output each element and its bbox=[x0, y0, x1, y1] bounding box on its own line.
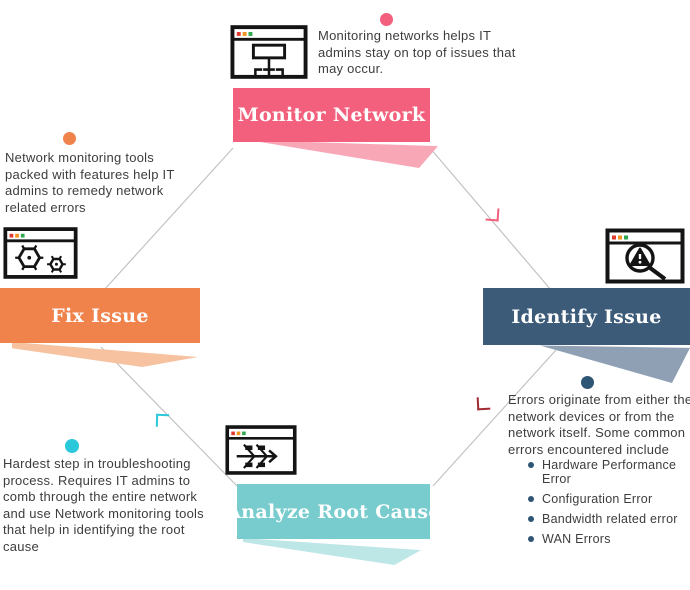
stage-label-fix-issue: Fix Issue bbox=[51, 304, 149, 327]
list-item-label: Hardware Performance Error bbox=[542, 458, 677, 486]
stage-banner-identify-issue: Identify Issue bbox=[483, 288, 690, 345]
window-dot-green bbox=[242, 431, 246, 436]
arrow-identify-to-analyze-icon bbox=[476, 396, 491, 411]
note-dot-fix bbox=[63, 132, 76, 145]
magnifier-warning-browser-icon bbox=[605, 228, 685, 284]
note-text-analyze: Hardest step in troubleshooting process.… bbox=[3, 456, 204, 554]
list-item-label: Configuration Error bbox=[542, 492, 653, 506]
connector-identify-analyze bbox=[432, 349, 557, 487]
gears-browser-icon bbox=[3, 227, 78, 279]
note-dot-monitor bbox=[380, 13, 393, 26]
note-dot-identify bbox=[581, 376, 594, 389]
window-dot-orange bbox=[242, 32, 247, 36]
connector-monitor-identify bbox=[429, 147, 552, 291]
list-item: Hardware Performance Error bbox=[528, 458, 690, 486]
window-dot-green bbox=[248, 32, 253, 36]
bullet-icon bbox=[528, 462, 534, 468]
window-dot-red bbox=[612, 235, 616, 240]
list-item: Configuration Error bbox=[528, 492, 690, 506]
window-dot-red bbox=[236, 32, 241, 36]
bullet-icon bbox=[528, 536, 534, 542]
window-dot-green bbox=[20, 233, 25, 238]
note-text-identify: Errors originate from either the network… bbox=[508, 392, 690, 457]
connector-analyze-fix bbox=[100, 346, 238, 487]
note-text-fix: Network monitoring tools packed with fea… bbox=[5, 150, 175, 215]
arrow-analyze-to-fix-icon bbox=[155, 413, 170, 428]
stage-label-monitor-network: Monitor Network bbox=[237, 104, 426, 126]
stage-banner-analyze-root-cause: Analyze Root Cause bbox=[226, 484, 440, 539]
list-item: WAN Errors bbox=[528, 532, 690, 546]
fishbone-browser-icon bbox=[225, 425, 297, 475]
stage-label-identify-issue: Identify Issue bbox=[511, 305, 662, 328]
window-dot-orange bbox=[236, 431, 241, 436]
window-dot-orange bbox=[618, 235, 622, 240]
stage-label-analyze-root-cause: Analyze Root Cause bbox=[226, 500, 441, 523]
arrow-monitor-to-identify-icon bbox=[485, 207, 500, 222]
identify-error-list: Hardware Performance Error Configuration… bbox=[528, 458, 690, 552]
window-dot-green bbox=[624, 235, 628, 240]
sitemap-browser-icon bbox=[230, 25, 308, 79]
window-dot-orange bbox=[15, 233, 19, 238]
bullet-icon bbox=[528, 496, 534, 502]
window-dot-red bbox=[231, 431, 235, 436]
list-item-label: WAN Errors bbox=[542, 532, 611, 546]
stage-banner-fix-issue: Fix Issue bbox=[0, 288, 200, 343]
list-item: Bandwidth related error bbox=[528, 512, 690, 526]
bullet-icon bbox=[528, 516, 534, 522]
window-dot-red bbox=[9, 233, 14, 238]
list-item-label: Bandwidth related error bbox=[542, 512, 678, 526]
note-dot-analyze bbox=[65, 439, 79, 453]
note-text-monitor: Monitoring networks helps IT admins stay… bbox=[318, 28, 516, 76]
stage-banner-monitor-network: Monitor Network bbox=[233, 88, 430, 142]
connector-monitor-fix bbox=[103, 147, 234, 291]
